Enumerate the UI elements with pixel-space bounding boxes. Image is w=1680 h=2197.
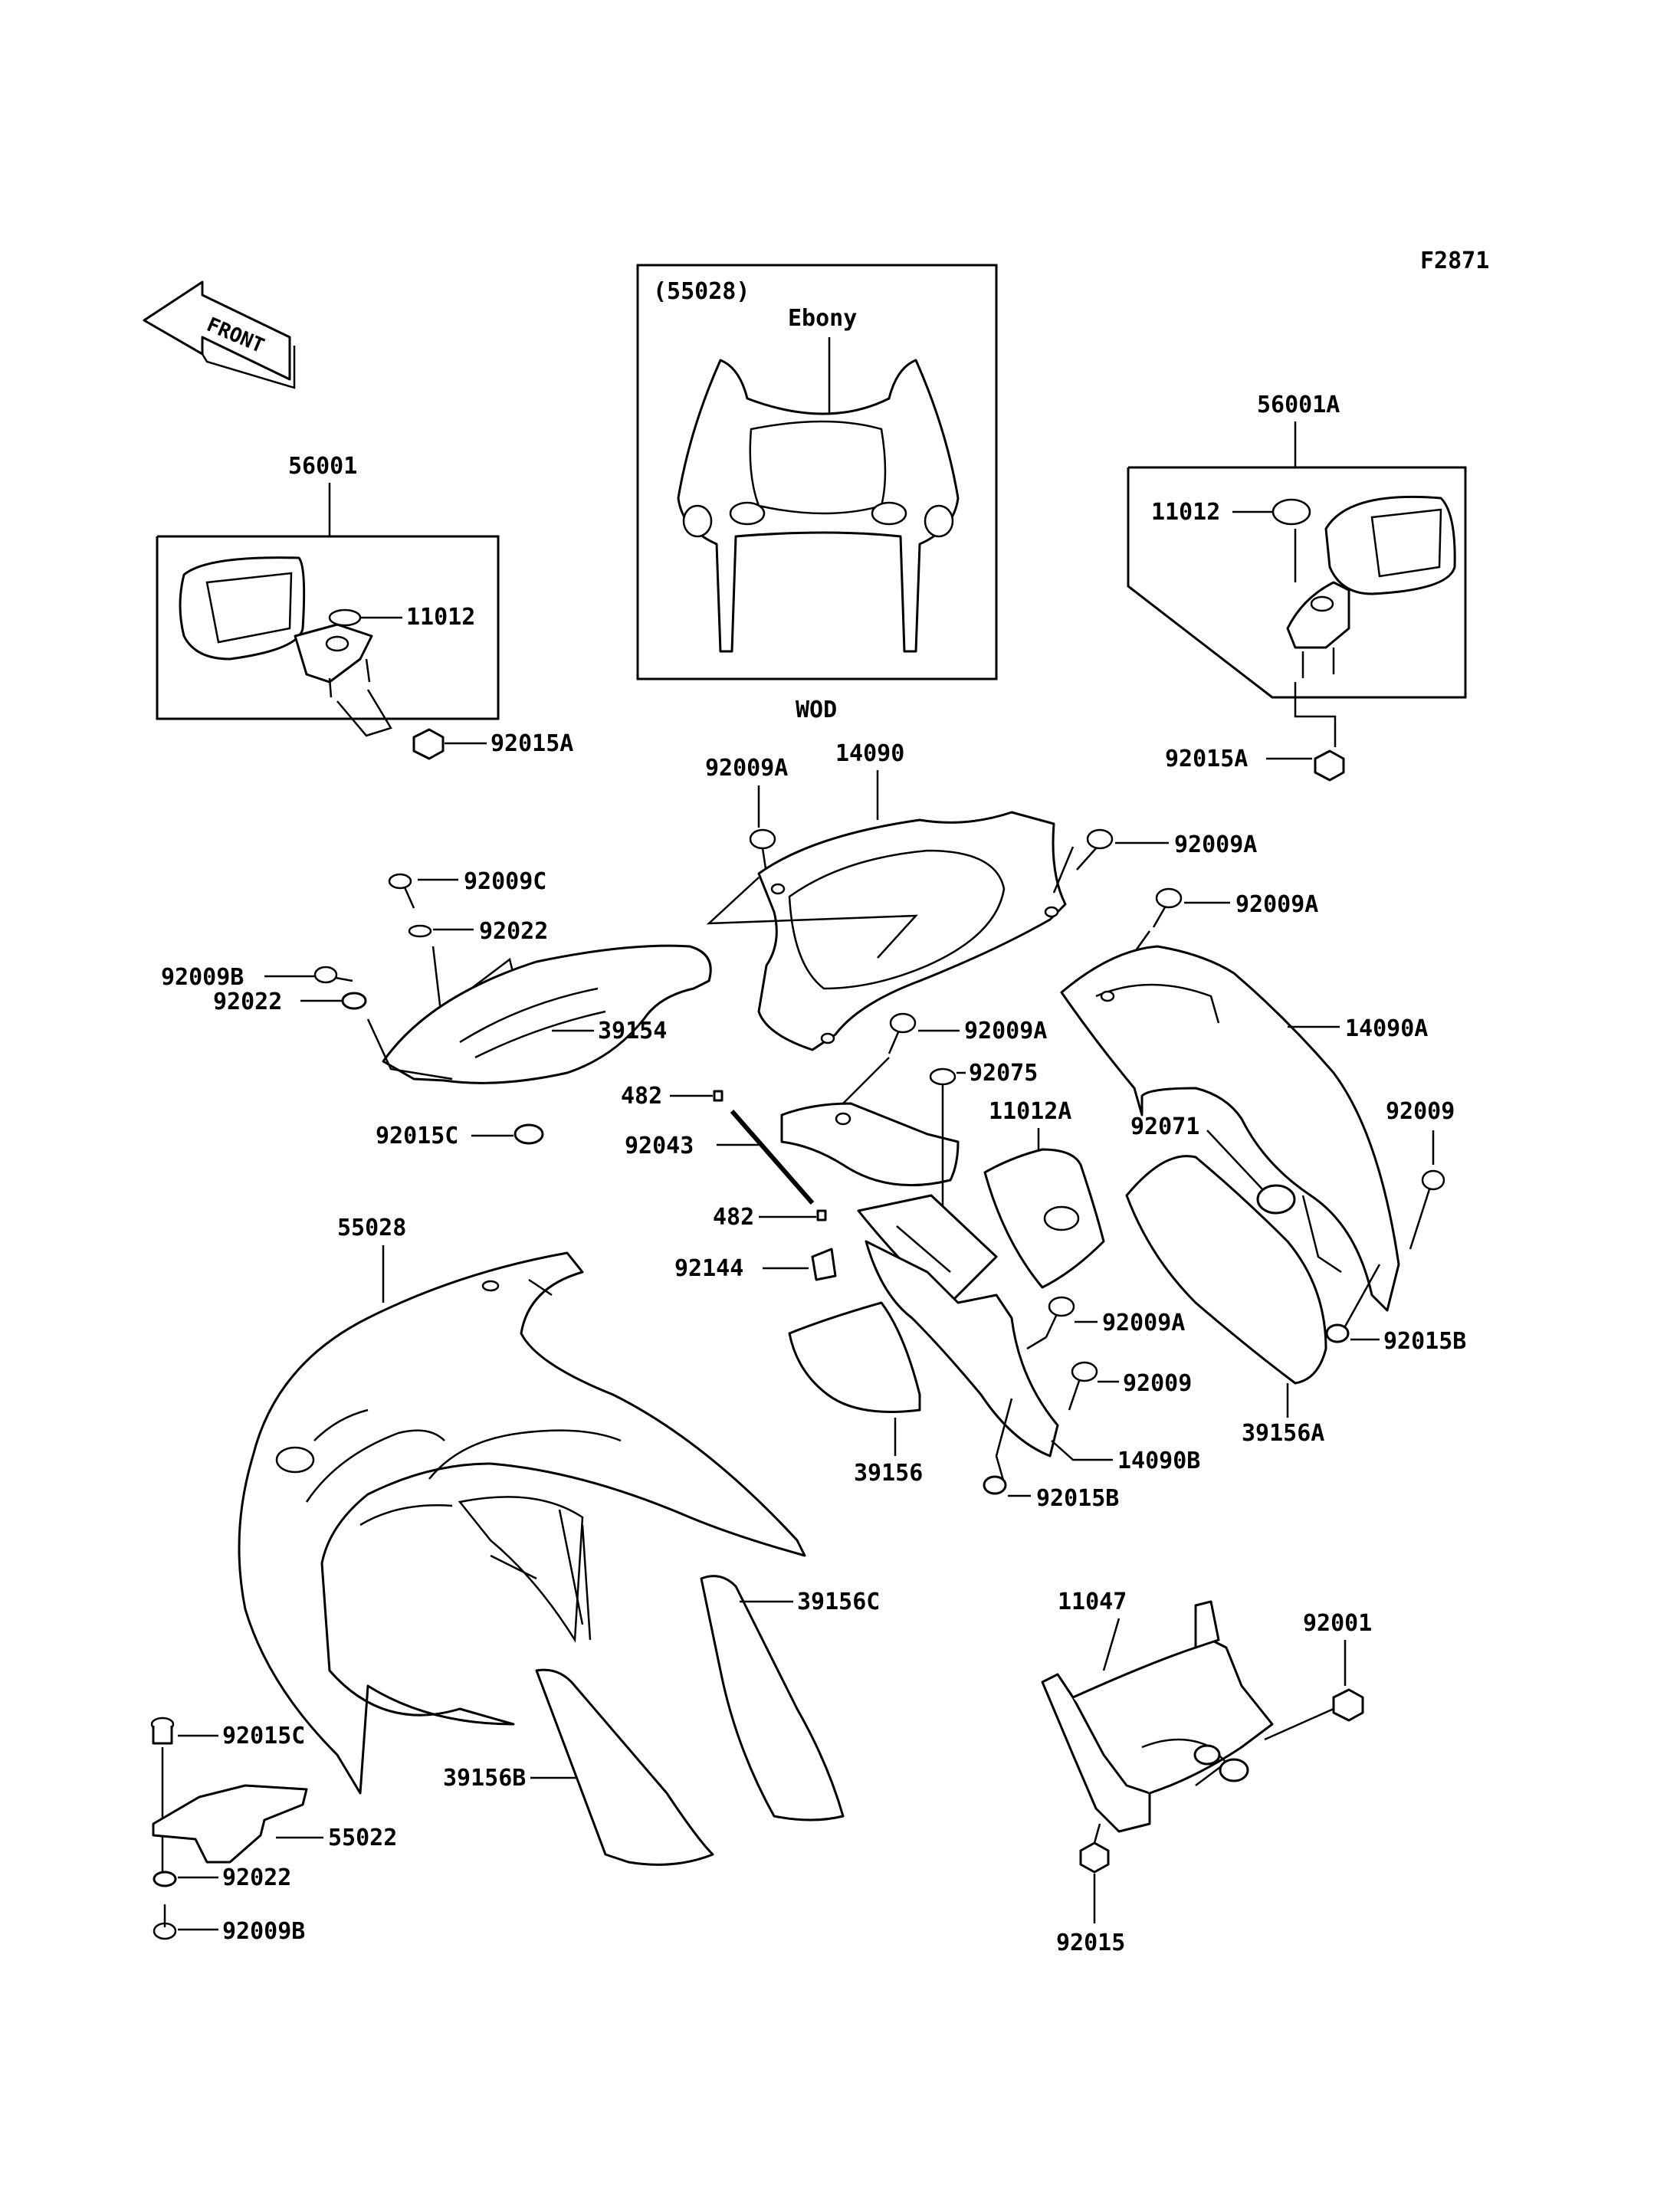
center-cover-parts: 92009A 92075 482 92043 482 92144 xyxy=(621,1012,1047,1304)
inner-cover-39154: 92009C 92022 92009B 92022 39154 92015C xyxy=(161,868,712,1149)
label-92022-3: 92022 xyxy=(222,1864,291,1891)
bolt-icon xyxy=(1076,828,1114,871)
lower-panels-39156: 39156C 39156B xyxy=(443,1575,880,1866)
front-arrow-icon: FRONT xyxy=(143,280,296,389)
label-11012-right: 11012 xyxy=(1151,499,1220,526)
label-92015: 92015 xyxy=(1056,1930,1125,1956)
center-lower-cover-14090B: 11012A 92009A 92009 14090B 92015B 39156 xyxy=(788,1098,1200,1512)
label-92009-1: 92009 xyxy=(1386,1098,1455,1125)
bracket-55022: 92015C 55022 92022 92009B xyxy=(150,1717,397,1945)
label-92009A-5: 92009A xyxy=(1102,1310,1185,1336)
upper-cowl-55028: 55028 xyxy=(238,1215,806,1795)
label-92015B-2: 92015B xyxy=(1036,1485,1119,1512)
label-482-1: 482 xyxy=(621,1083,662,1110)
inset-upper-cowl-ebony: (55028) Ebony WOD xyxy=(636,264,998,723)
label-92144: 92144 xyxy=(674,1255,743,1282)
label-92009-2: 92009 xyxy=(1123,1370,1192,1397)
inset-ref: (55028) xyxy=(653,278,750,305)
label-39156: 39156 xyxy=(854,1460,923,1487)
bolt-icon xyxy=(888,1012,917,1054)
label-92022-1: 92022 xyxy=(479,918,548,945)
inset-color: Ebony xyxy=(788,305,857,332)
label-92015A-right: 92015A xyxy=(1165,746,1248,772)
pin-icon xyxy=(929,1067,956,1211)
label-92009C: 92009C xyxy=(464,868,546,895)
label-482-2: 482 xyxy=(713,1204,754,1231)
stay-11047: 11047 92001 92015 xyxy=(1041,1589,1372,1956)
label-14090A: 14090A xyxy=(1345,1015,1428,1042)
label-92009A-4: 92009A xyxy=(964,1018,1047,1044)
figure-code: F2871 xyxy=(1420,248,1489,274)
mirror-left-56001: 56001 11012 92015A xyxy=(156,453,573,760)
inset-caption: WOD xyxy=(796,697,837,723)
bolt-icon xyxy=(313,966,353,984)
bolt-icon xyxy=(1045,1296,1075,1338)
label-92022-2: 92022 xyxy=(213,989,282,1015)
label-39156C: 39156C xyxy=(797,1589,880,1615)
label-92075: 92075 xyxy=(969,1060,1038,1087)
label-11012A: 11012A xyxy=(989,1098,1071,1125)
label-39154: 39154 xyxy=(598,1018,667,1044)
label-56001A: 56001A xyxy=(1257,392,1340,418)
label-92009A-1: 92009A xyxy=(705,755,788,782)
label-11047: 11047 xyxy=(1058,1589,1127,1615)
label-92071: 92071 xyxy=(1130,1113,1199,1140)
label-14090: 14090 xyxy=(835,740,904,767)
label-92009B-2: 92009B xyxy=(222,1918,305,1945)
label-92009B-1: 92009B xyxy=(161,964,244,991)
label-39156B: 39156B xyxy=(443,1765,526,1792)
label-92015B-1: 92015B xyxy=(1383,1328,1466,1355)
label-92009A-2: 92009A xyxy=(1174,831,1257,858)
label-56001: 56001 xyxy=(288,453,357,480)
bolt-icon xyxy=(1409,1169,1445,1250)
screw-icon xyxy=(388,873,415,909)
meter-cover-14090: 92009A 14090 92009A xyxy=(705,740,1257,1051)
label-14090B: 14090B xyxy=(1117,1448,1200,1474)
bolt-icon xyxy=(1264,1688,1364,1741)
nut-icon xyxy=(1079,1841,1110,1874)
label-39156A: 39156A xyxy=(1242,1420,1324,1447)
label-92015C-2: 92015C xyxy=(222,1723,305,1749)
label-92001: 92001 xyxy=(1303,1610,1372,1637)
label-92009A-3: 92009A xyxy=(1235,891,1318,918)
bolt-icon xyxy=(153,1904,177,1940)
label-92043: 92043 xyxy=(625,1133,694,1159)
label-92015A-left: 92015A xyxy=(491,730,573,757)
bolt-icon xyxy=(1068,1361,1098,1411)
mirror-right-56001A: 56001A 11012 92015A xyxy=(1127,392,1467,782)
label-55022: 55022 xyxy=(328,1825,397,1851)
label-11012-left: 11012 xyxy=(406,604,475,631)
side-cover-14090A: 92009A 14090A 92071 92009 92015B 39156A xyxy=(1060,887,1466,1447)
bolt-icon xyxy=(1152,887,1183,928)
collar-icon xyxy=(150,1717,175,1745)
label-92015C-1: 92015C xyxy=(376,1123,458,1149)
label-55028: 55028 xyxy=(337,1215,406,1241)
